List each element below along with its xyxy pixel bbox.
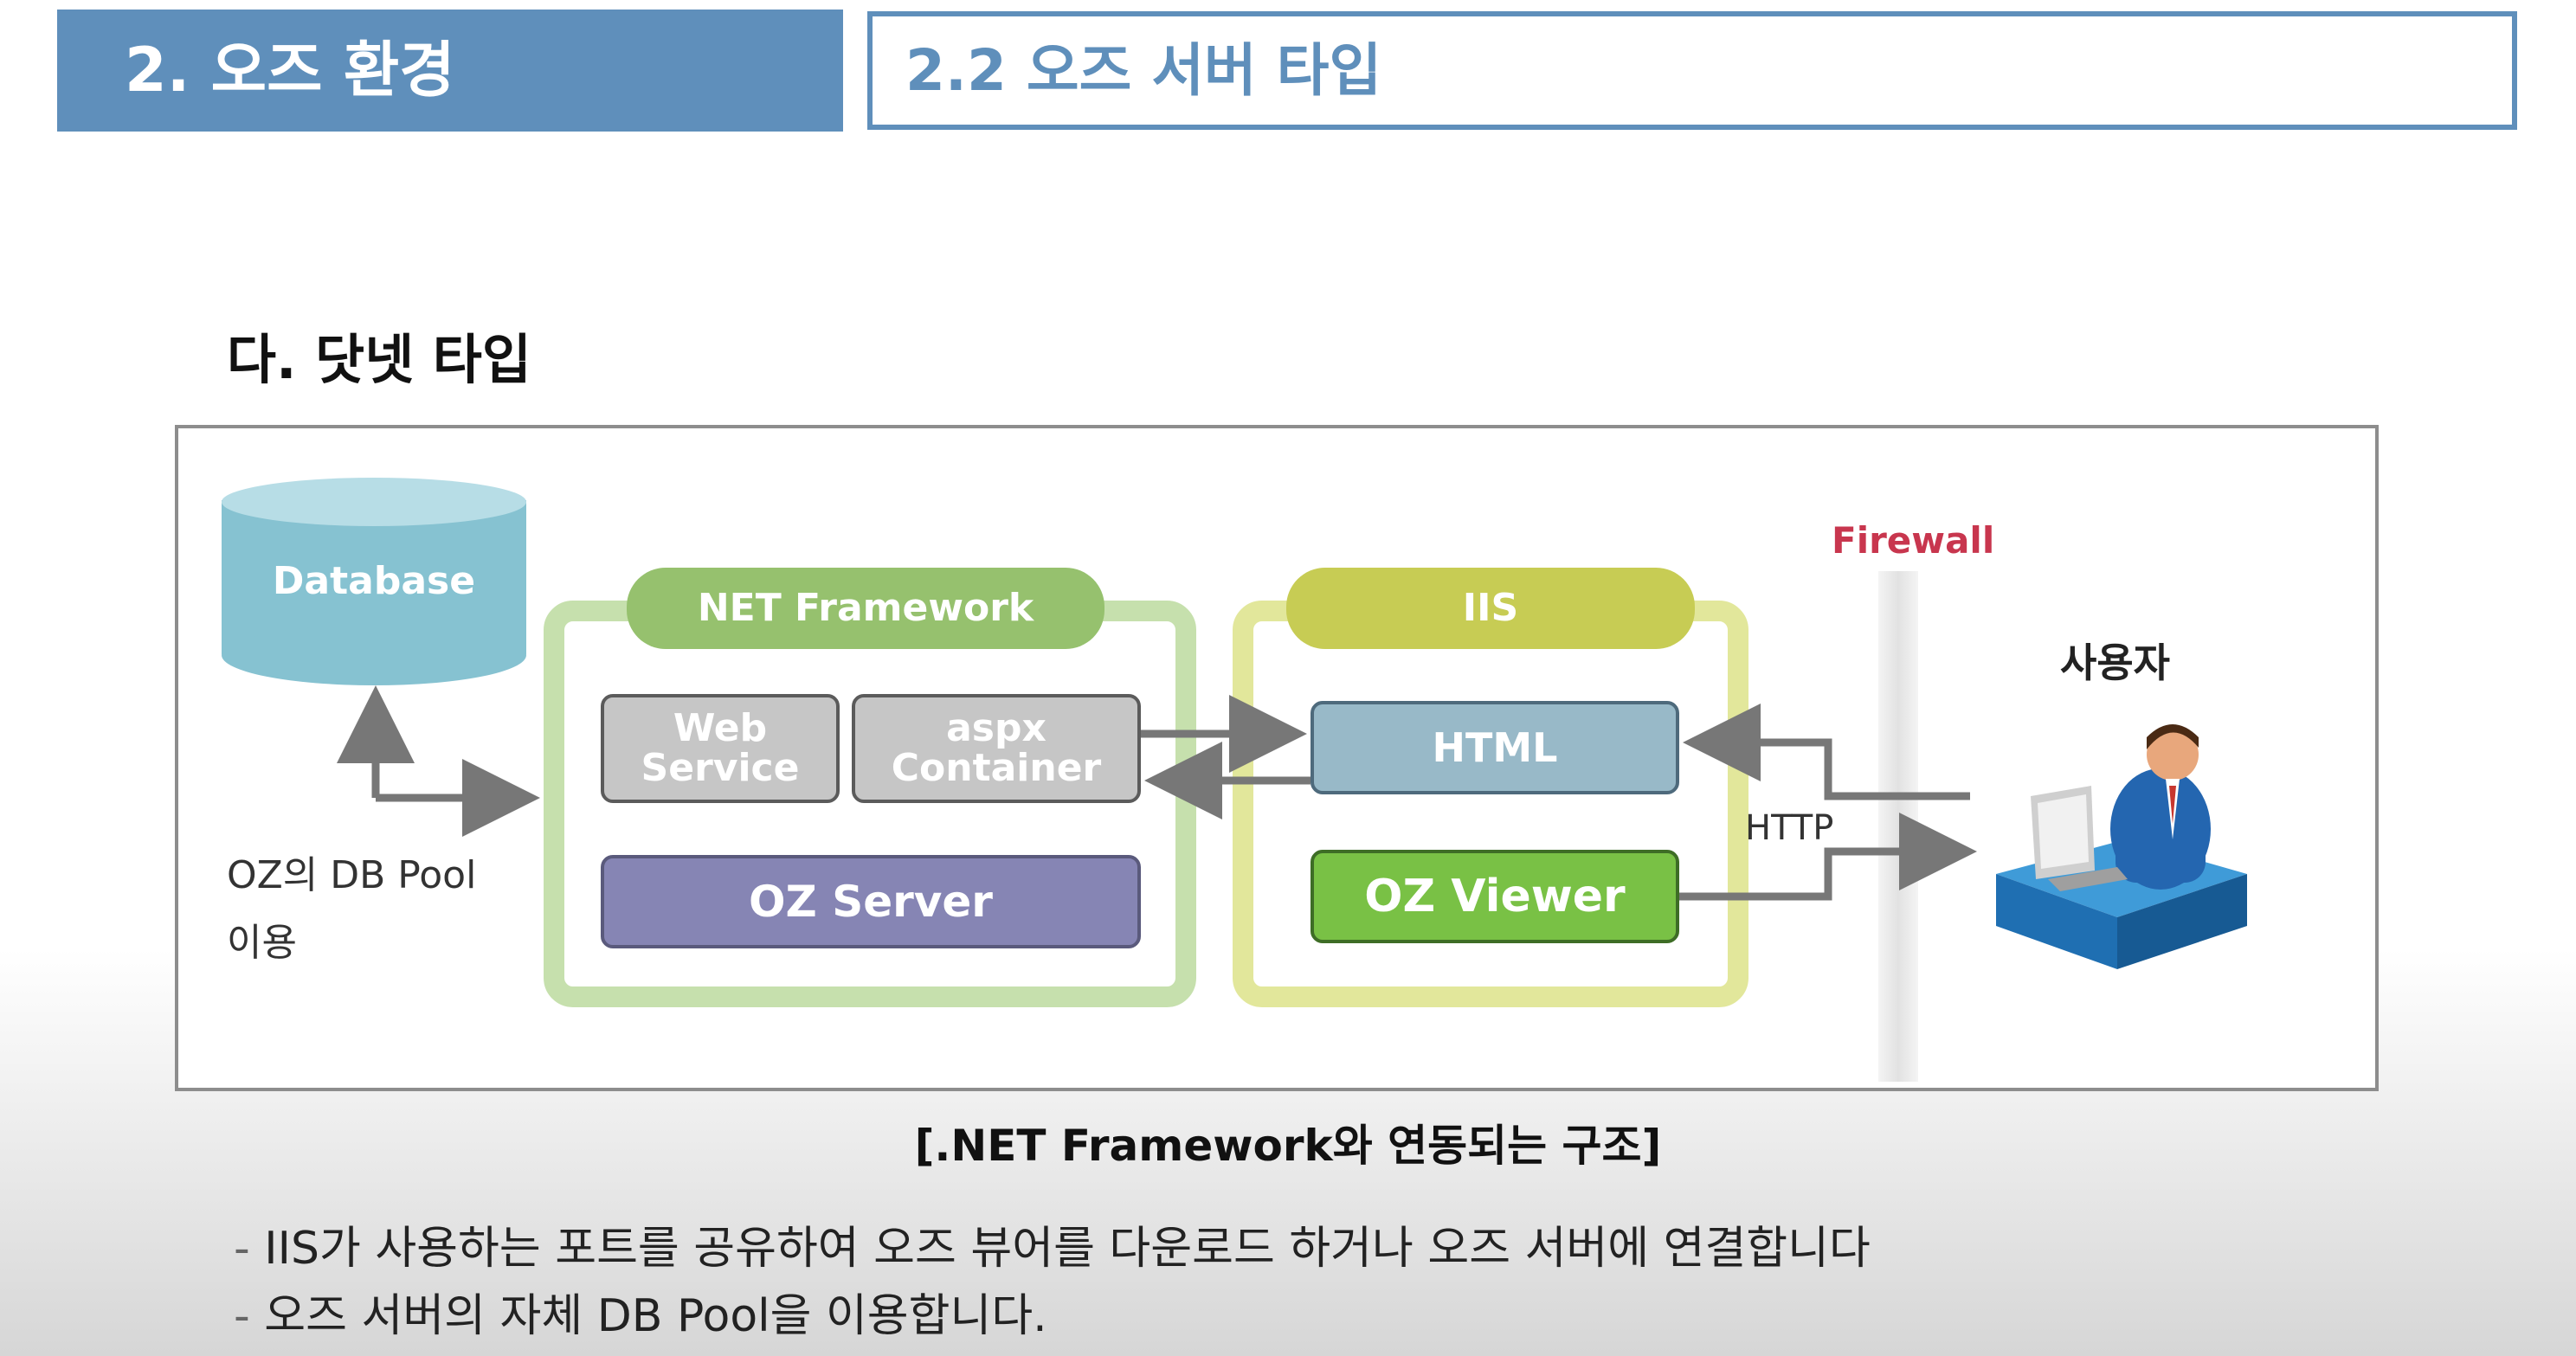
web-service-box: Web Service	[601, 694, 840, 803]
web-service-line-2: Service	[641, 746, 800, 790]
viewer-to-user-arrow	[1679, 813, 1977, 901]
subsection-header: 2.2 오즈 서버 타입	[867, 11, 2517, 130]
db-pool-note-line-1: OZ의 DB Pool	[227, 853, 477, 897]
iis-label: IIS	[1286, 568, 1695, 649]
net-framework-label: NET Framework	[627, 568, 1104, 649]
http-label: HTTP	[1745, 808, 1834, 848]
diagram-caption: [.NET Framework와 연동되는 구조]	[914, 1121, 1662, 1171]
aspx-container-line-1: aspx	[946, 706, 1046, 750]
database-cylinder-top	[222, 478, 526, 526]
database-cylinder-bottom	[222, 625, 526, 685]
firewall-label: Firewall	[1832, 519, 1995, 562]
web-service-line-1: Web	[673, 706, 768, 750]
oz-server-box: OZ Server	[601, 855, 1141, 948]
user-at-computer-icon	[1996, 724, 2247, 969]
section-header: 2. 오즈 환경	[57, 10, 843, 132]
aspx-container-box: aspx Container	[852, 694, 1141, 803]
db-pool-note: OZ의 DB Pool 이용	[227, 842, 476, 977]
db-pool-note-line-2: 이용	[227, 921, 297, 965]
oz-viewer-box: OZ Viewer	[1311, 850, 1679, 943]
bullet-list: IIS가 사용하는 포트를 공유하여 오즈 뷰어를 다운로드 하거나 오즈 서버…	[234, 1215, 1871, 1350]
user-label: 사용자	[2060, 639, 2170, 686]
aspx-container-line-2: Container	[891, 746, 1102, 790]
section-title: 다. 닷넷 타입	[227, 328, 531, 391]
bullet-item: IIS가 사용하는 포트를 공유하여 오즈 뷰어를 다운로드 하거나 오즈 서버…	[234, 1215, 1871, 1282]
user-to-html-arrow	[1683, 704, 1970, 800]
bullet-item: 오즈 서버의 자체 DB Pool을 이용합니다.	[234, 1282, 1871, 1350]
database-label: Database	[272, 559, 476, 603]
html-box: HTML	[1311, 701, 1679, 794]
